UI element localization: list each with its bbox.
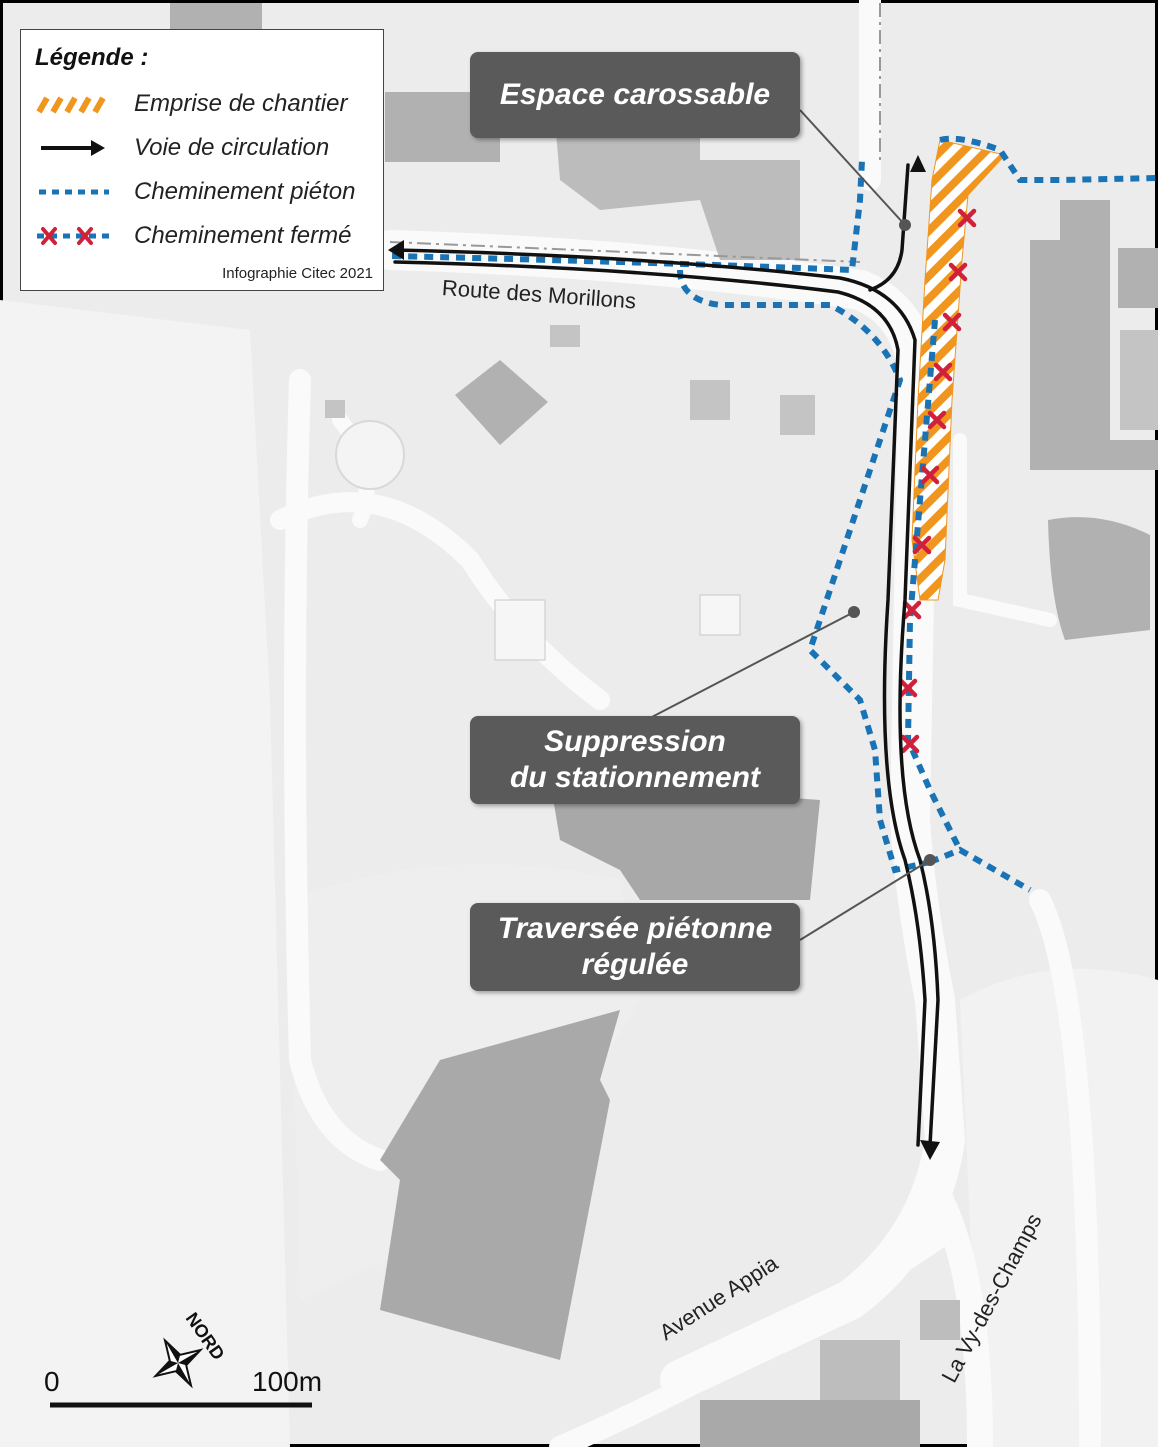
- compass-rose-icon: [152, 1337, 204, 1389]
- scale-start: 0: [44, 1366, 60, 1397]
- callout-suppression-stationnement: Suppression du stationnement: [470, 716, 800, 804]
- orange-hatch-icon: [36, 96, 106, 114]
- legend-item-construction: Emprise de chantier: [33, 86, 373, 122]
- legend-item-pedestrian: Cheminement piéton: [33, 174, 373, 210]
- legend-label: Emprise de chantier: [134, 90, 348, 117]
- legend-credit: Infographie Citec 2021: [222, 265, 373, 282]
- callout-text: Traversée piétonne: [497, 912, 773, 945]
- callout-traversee-pietonne: Traversée piétonne régulée: [470, 903, 800, 991]
- buildings: [170, 3, 1158, 1447]
- legend-label: Cheminement fermé: [134, 222, 352, 249]
- red-cross-line-icon: [37, 227, 109, 245]
- callout-text: Suppression: [544, 725, 726, 758]
- scale-end: 100m: [252, 1366, 323, 1397]
- callout-text: Espace carossable: [499, 78, 771, 111]
- callout-leaders: [649, 109, 936, 941]
- roads: [270, 0, 1101, 1447]
- blue-dotted-line-icon: [39, 189, 109, 195]
- lane-arrowheads: [388, 155, 940, 1160]
- map-legend: Légende : Emprise de chantier Voie de ci…: [20, 29, 384, 291]
- legend-item-traffic: Voie de circulation: [33, 130, 373, 166]
- callout-text: régulée: [581, 948, 689, 981]
- roundabout: [335, 420, 405, 490]
- construction-zone: [911, 139, 1006, 601]
- black-arrow-icon: [41, 140, 105, 156]
- legend-label: Cheminement piéton: [134, 178, 356, 205]
- legend-title: Légende :: [35, 44, 149, 71]
- traffic-lanes: [393, 163, 940, 1147]
- callout-espace-carossable: Espace carossable: [470, 52, 800, 138]
- legend-label: Voie de circulation: [134, 134, 330, 161]
- callout-text: du stationnement: [509, 761, 760, 794]
- legend-item-closed: Cheminement fermé: [33, 218, 373, 254]
- boundary-line: [389, 241, 861, 263]
